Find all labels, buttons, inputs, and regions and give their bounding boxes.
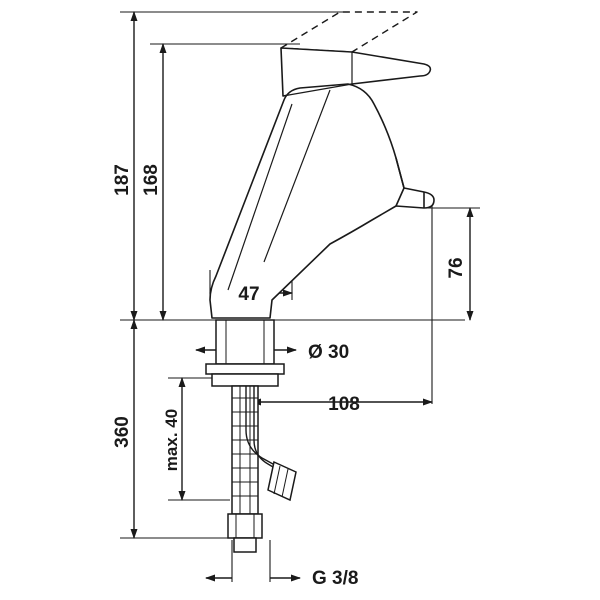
supply-hose-right	[253, 386, 289, 477]
hose-connector	[267, 460, 297, 502]
dimension-label-76: 76	[446, 257, 467, 278]
dimension-label-108: 108	[328, 394, 360, 415]
dimension-label-168: 168	[141, 164, 162, 196]
faucet-body	[209, 11, 435, 319]
dimension-label-g38: G 3/8	[312, 568, 358, 589]
body-highlight-1	[227, 103, 293, 291]
handle-raised-outline	[280, 11, 418, 53]
mounting-nut	[211, 373, 279, 387]
body-highlight-2	[263, 89, 331, 263]
dimension-label-dia30: Ø 30	[308, 342, 349, 363]
lever-handle	[280, 47, 432, 97]
dimension-label-187: 187	[112, 164, 133, 196]
handle-base-seam	[282, 83, 353, 97]
bottom-nut	[227, 513, 263, 539]
dimension-label-max40: max. 40	[162, 409, 181, 471]
dimension-label-360: 360	[112, 416, 133, 448]
dimension-label-47: 47	[238, 284, 259, 305]
supply-hose-left	[245, 386, 285, 471]
base-shank	[215, 319, 275, 365]
mounting-assembly	[205, 319, 297, 553]
outlet-edge	[395, 157, 405, 207]
washer	[205, 363, 285, 375]
spout-body	[209, 83, 435, 319]
thread-tail	[233, 537, 257, 553]
